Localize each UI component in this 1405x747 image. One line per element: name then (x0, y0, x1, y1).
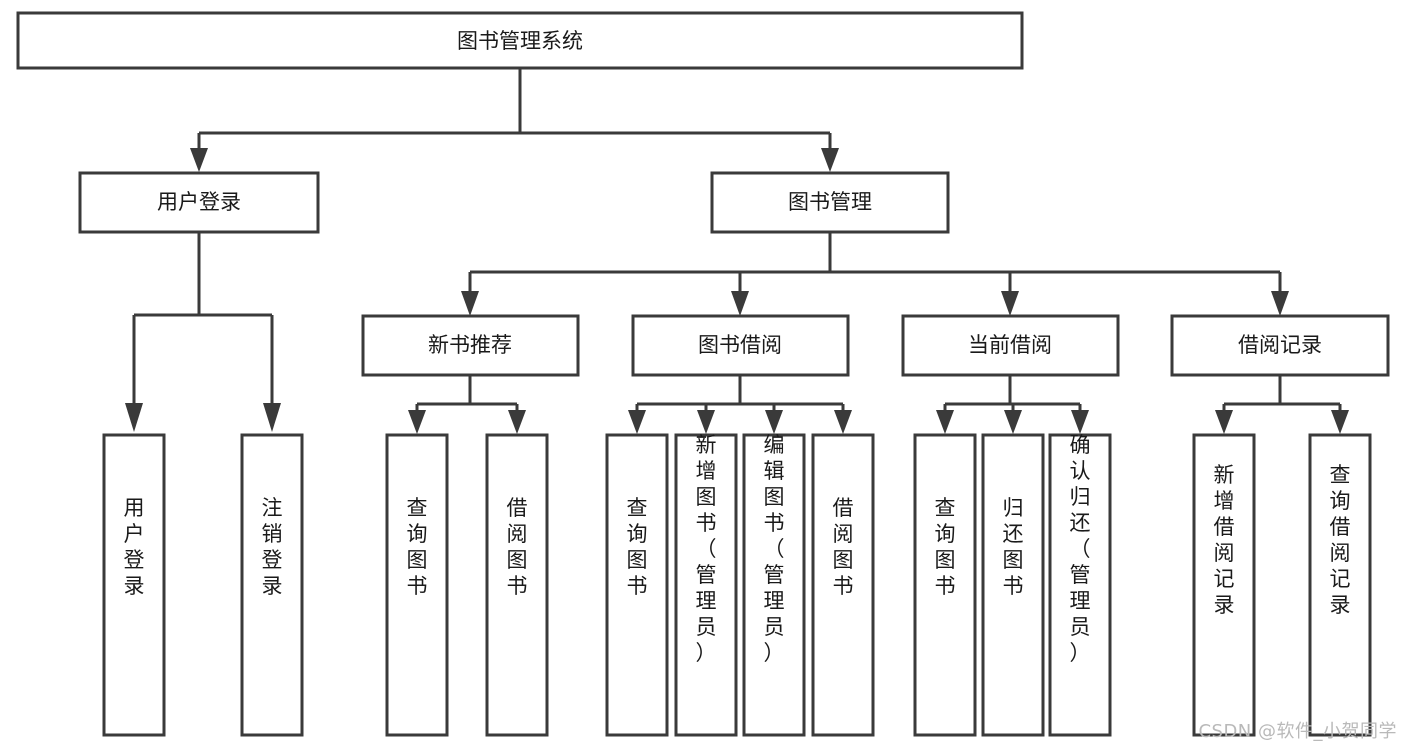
node-root-box (16, 11, 1024, 70)
arrow-head-leaf-user-login-2 (263, 403, 281, 432)
connector-layer (125, 68, 1349, 434)
leaf-borrow-book-2-box (811, 433, 875, 737)
node-borrow-record[interactable]: 借阅记录 (1170, 314, 1390, 377)
leaf-add-book-box (674, 433, 738, 737)
arrow-head-leaf-borrow-record-2 (1331, 410, 1349, 434)
leaf-add-record-box (1192, 433, 1256, 737)
leaf-return-book-label: 归还图书 (1003, 496, 1024, 598)
node-current-borrow-label: 当前借阅 (968, 333, 1052, 357)
leaf-query-book-2-label: 查询图书 (627, 496, 648, 598)
node-root-system[interactable]: 图书管理系统 (16, 11, 1024, 70)
leaf-node[interactable]: 归还图书 (981, 433, 1045, 737)
leaf-node[interactable]: 借阅图书 (485, 433, 549, 737)
leaf-borrow-book-1-label: 借阅图书 (507, 496, 528, 598)
arrow-head-user-login (190, 148, 208, 172)
leaf-logout-label: 注销登录 (262, 496, 283, 598)
node-book-borrow-label: 图书借阅 (698, 333, 782, 357)
node-book-manage-label: 图书管理 (788, 190, 872, 214)
arrow-head-leaf-user-login-1 (125, 403, 143, 432)
arrow-head-leaf-book-borrow-2 (697, 410, 715, 434)
arrow-head-book-manage (821, 148, 839, 172)
node-borrow-record-box (1170, 314, 1390, 377)
arrow-head-leaf-current-borrow-1 (936, 410, 954, 434)
leaf-user-login-box (102, 433, 166, 737)
leaf-node[interactable]: 新增借阅记录 (1192, 433, 1256, 737)
leaf-node[interactable]: 借阅图书 (811, 433, 875, 737)
arrow-head-leaf-current-borrow-2 (1004, 410, 1022, 434)
leaf-confirm-return-box (1048, 433, 1112, 737)
leaf-query-book-3-box (913, 433, 977, 737)
leaf-borrow-book-2-label: 借阅图书 (833, 496, 854, 598)
arrow-head-leaf-new-book-2 (508, 410, 526, 434)
node-new-book-recommend-label: 新书推荐 (428, 333, 512, 357)
arrow-head-book-borrow (731, 291, 749, 316)
leaf-edit-book-box (742, 433, 806, 737)
leaf-user-login-label: 用户登录 (124, 496, 145, 598)
leaf-query-book-2-box (605, 433, 669, 737)
leaf-borrow-book-1-box (485, 433, 549, 737)
node-book-manage[interactable]: 图书管理 (710, 171, 950, 234)
node-book-borrow-box (631, 314, 850, 377)
leaf-node[interactable]: 查询图书 (385, 433, 449, 737)
node-borrow-record-label: 借阅记录 (1238, 333, 1322, 357)
leaf-query-record-label: 查询借阅记录 (1330, 463, 1351, 617)
leaf-logout-box (240, 433, 304, 737)
node-book-manage-box (710, 171, 950, 234)
node-user-login-box (78, 171, 320, 234)
arrow-head-leaf-new-book-1 (408, 410, 426, 434)
leaf-add-book-label: 新增图书（管理员） (696, 433, 717, 665)
arrow-head-borrow-record (1271, 291, 1289, 316)
arrow-head-leaf-borrow-record-1 (1215, 410, 1233, 434)
arrow-head-leaf-book-borrow-1 (628, 410, 646, 434)
node-current-borrow-box (901, 314, 1120, 377)
leaf-query-book-3-label: 查询图书 (935, 496, 956, 598)
node-user-login-label: 用户登录 (157, 190, 241, 214)
leaf-edit-book-label: 编辑图书（管理员） (764, 433, 785, 665)
leaf-node[interactable]: 编辑图书（管理员） (742, 433, 806, 737)
arrow-head-leaf-book-borrow-4 (834, 410, 852, 434)
node-current-borrow[interactable]: 当前借阅 (901, 314, 1120, 377)
leaf-node[interactable]: 注销登录 (240, 433, 304, 737)
leaf-node[interactable]: 用户登录 (102, 433, 166, 737)
arrow-head-leaf-book-borrow-3 (765, 410, 783, 434)
leaf-node[interactable]: 查询图书 (605, 433, 669, 737)
leaf-return-book-box (981, 433, 1045, 737)
node-root-label: 图书管理系统 (457, 29, 583, 53)
leaf-node[interactable]: 查询借阅记录 (1308, 433, 1372, 737)
arrow-head-leaf-current-borrow-3 (1071, 410, 1089, 434)
arrow-head-current-borrow (1001, 291, 1019, 316)
leaf-confirm-return-label: 确认归还（管理员） (1070, 433, 1091, 665)
node-user-login[interactable]: 用户登录 (78, 171, 320, 234)
leaf-node[interactable]: 确认归还（管理员） (1048, 433, 1112, 737)
node-book-borrow[interactable]: 图书借阅 (631, 314, 850, 377)
node-new-book-recommend-box (361, 314, 580, 377)
leaf-query-book-1-box (385, 433, 449, 737)
arrow-head-new-book (461, 291, 479, 316)
node-new-book-recommend[interactable]: 新书推荐 (361, 314, 580, 377)
leaf-query-book-1-label: 查询图书 (407, 496, 428, 598)
leaf-query-record-box (1308, 433, 1372, 737)
leaf-node[interactable]: 查询图书 (913, 433, 977, 737)
csdn-watermark: CSDN @软件_小贺同学 (1198, 721, 1397, 742)
leaf-node[interactable]: 新增图书（管理员） (674, 433, 738, 737)
leaf-add-record-label: 新增借阅记录 (1214, 463, 1235, 617)
